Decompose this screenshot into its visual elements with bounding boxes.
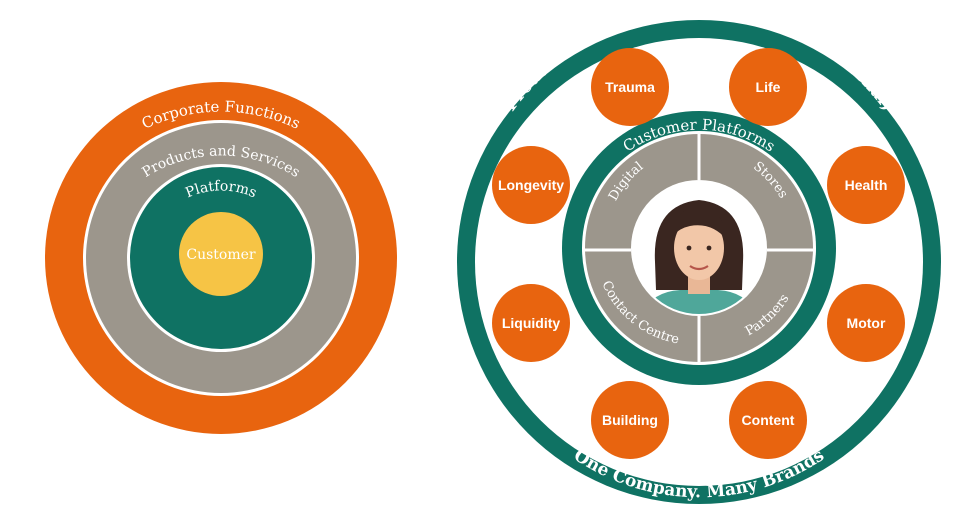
product-label: Motor (847, 315, 886, 331)
product-label: Liquidity (502, 315, 561, 331)
product-bubble (729, 48, 807, 126)
left-concentric-diagram: Corporate Functions Products and Service… (45, 82, 397, 434)
customer-core (179, 212, 263, 296)
product-content: Content (729, 381, 807, 459)
product-liquidity: Liquidity (492, 284, 570, 362)
product-label: Health (845, 177, 888, 193)
product-building: Building (591, 381, 669, 459)
product-longevity: Longevity (492, 146, 570, 224)
product-label: Longevity (498, 177, 564, 193)
product-bubble (827, 146, 905, 224)
product-life: Life (729, 48, 807, 126)
product-label: Building (602, 412, 658, 428)
product-label: Trauma (605, 79, 655, 95)
product-bubble (492, 284, 570, 362)
product-bubble (827, 284, 905, 362)
product-label: Life (756, 79, 781, 95)
product-bubble (492, 146, 570, 224)
right-brand-diagram: Products and services (Internal and Exte… (457, 0, 941, 504)
product-bubble (591, 381, 669, 459)
product-health: Health (827, 146, 905, 224)
product-bubble (591, 48, 669, 126)
product-bubble (729, 381, 807, 459)
product-trauma: Trauma (591, 48, 669, 126)
product-label: Content (742, 412, 795, 428)
product-motor: Motor (827, 284, 905, 362)
customer-label: Customer (186, 247, 256, 263)
platforms-label: Platforms (183, 178, 259, 201)
